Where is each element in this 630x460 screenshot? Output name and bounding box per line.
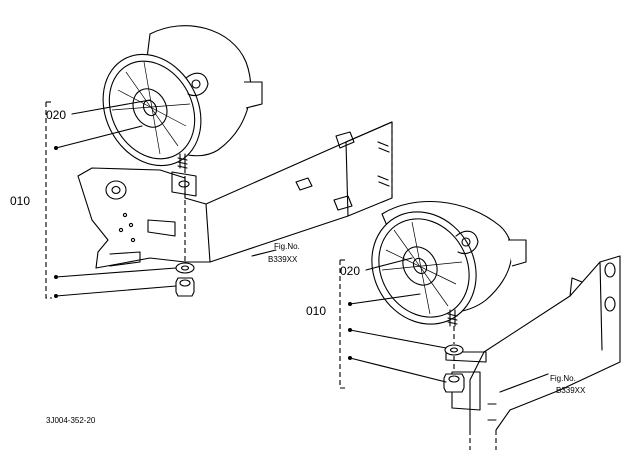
right-work-lamp xyxy=(371,200,527,327)
drawing-code: 3J004-352-20 xyxy=(46,416,96,425)
left-nut-dot xyxy=(54,294,58,298)
left-010-label: 010 xyxy=(10,194,30,208)
right-lamp-leader xyxy=(349,293,421,305)
right-mounting-bracket xyxy=(445,255,621,450)
right-nut-leader xyxy=(349,357,447,383)
right-020-leader xyxy=(365,257,413,271)
left-washer xyxy=(175,262,195,274)
left-figref-line1: Fig.No. xyxy=(274,242,300,251)
right-figref-line2: B339XX xyxy=(556,386,586,395)
right-020-label: 020 xyxy=(340,264,360,278)
left-nut-leader xyxy=(55,285,177,297)
right-nut-dot xyxy=(348,356,352,360)
right-washer xyxy=(444,344,464,356)
right-010-label: 010 xyxy=(306,304,326,318)
left-lamp-dot xyxy=(54,146,58,150)
left-washer-leader xyxy=(55,267,177,278)
left-nut xyxy=(175,277,195,297)
right-assembly: 020 010 Fig.No. B339XX xyxy=(306,200,621,450)
left-bracket-outline xyxy=(45,101,52,299)
right-washer-dot xyxy=(348,328,352,332)
left-020-label: 020 xyxy=(46,108,66,122)
right-figref-leader xyxy=(499,373,549,393)
right-nut xyxy=(443,373,465,393)
right-figref-line1: Fig.No. xyxy=(550,374,576,383)
right-bracket-outline xyxy=(339,259,346,389)
right-lamp-dot xyxy=(348,302,352,306)
left-lamp-leader xyxy=(55,125,143,149)
left-figref-line2: B339XX xyxy=(268,255,298,264)
left-work-lamp xyxy=(102,25,263,169)
right-washer-leader xyxy=(349,329,447,349)
left-washer-dot xyxy=(54,275,58,279)
left-020-leader xyxy=(71,99,151,115)
left-assembly: 020 010 Fig.No. B339XX xyxy=(10,25,393,299)
left-figref-leader xyxy=(251,249,277,257)
